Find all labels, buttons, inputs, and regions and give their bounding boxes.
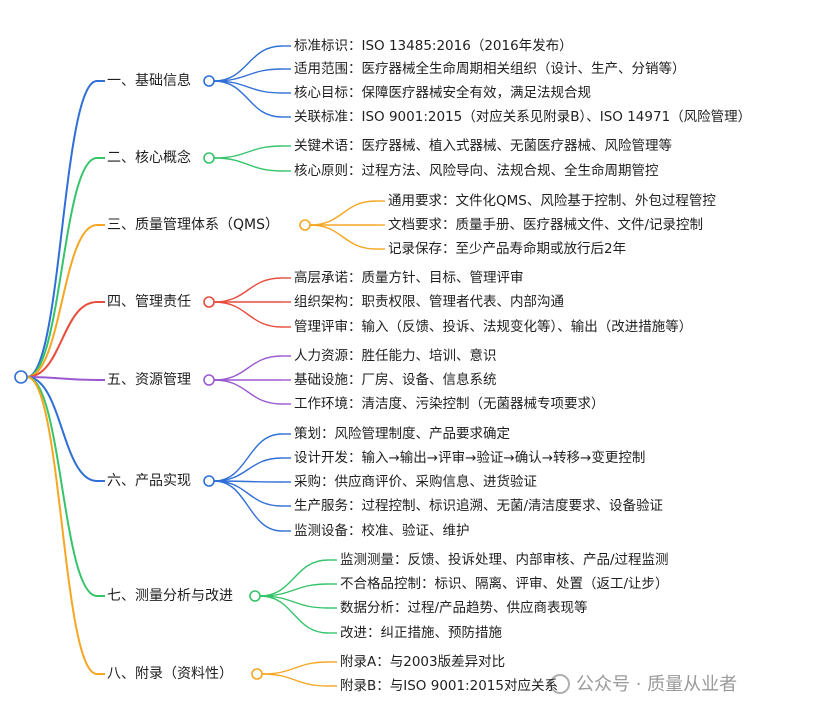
branch-label: 一、基础信息 [107,73,191,89]
leaf-label: 采购：供应商评价、采购信息、进货验证 [294,474,537,490]
leaf-connector [259,595,329,634]
leaf-connector [213,355,283,381]
root-branch-connector [26,376,98,381]
leaf-connector [213,457,283,482]
leaf-connector [213,45,283,82]
branch-label: 二、核心概念 [107,150,191,166]
leaf-label: 核心原则：过程方法、风险导向、法规合规、全生命周期管控 [294,163,659,179]
leaf-label: 改进：纠正措施、预防措施 [340,625,502,641]
leaf-label: 数据分析：过程/产品趋势、供应商表现等 [340,600,588,616]
leaf-connector [213,480,283,507]
leaf-label: 组织架构：职责权限、管理者代表、内部沟通 [294,294,564,310]
leaf-label: 监测设备：校准、验证、维护 [294,523,470,539]
leaf-label: 附录B：与ISO 9001:2015对应关系 [340,678,558,694]
branch-toggle-node[interactable] [203,75,215,87]
branch-label: 四、管理责任 [107,294,191,310]
leaf-label: 监测测量：反馈、投诉处理、内部审核、产品/过程监测 [340,552,669,568]
leaf-label: 关键术语：医疗器械、植入式器械、无菌医疗器械、风险管理等 [294,138,672,154]
root-branch-connector [26,376,98,597]
leaf-label: 附录A：与2003版差异对比 [340,654,506,670]
leaf-connector [213,277,283,303]
leaf-connector [213,145,283,159]
branch-label: 五、资源管理 [107,372,191,388]
leaf-label: 记录保存：至少产品寿命期或放行后2年 [388,241,627,257]
leaf-label: 生产服务：过程控制、标识追溯、无菌/清洁度要求、设备验证 [294,498,664,514]
leaf-label: 不合格品控制：标识、隔离、评审、处置（返工/让步） [340,576,669,592]
watermark: 公众号 · 质量从业者 [550,670,737,696]
root-branch-connector [26,301,98,378]
watermark-text: 公众号 · 质量从业者 [576,674,738,695]
leaf-label: 管理评审：输入（反馈、投诉、法规变化等）、输出（改进措施等） [294,319,693,335]
branch-toggle-node[interactable] [249,590,261,602]
wechat-icon [550,674,570,694]
branch-label: 六、产品实现 [107,473,191,489]
leaf-label: 人力资源：胜任能力、培训、意识 [294,348,497,364]
leaf-connector [213,480,283,532]
leaf-connector [213,157,283,172]
branch-toggle-node[interactable] [299,219,311,231]
branch-label: 八、附录（资料性） [107,666,233,682]
root-branch-connector [26,157,98,378]
root-branch-connector [26,224,98,378]
branch-toggle-node[interactable] [251,668,263,680]
root-branch-connector [26,376,98,482]
leaf-label: 适用范围：医疗器械全生命周期相关组织（设计、生产、分销等） [294,61,686,77]
leaf-label: 核心目标：保障医疗器械安全有效，满足法规合规 [294,85,591,101]
branch-toggle-node[interactable] [203,374,215,386]
leaf-connector [259,559,329,597]
leaf-connector [213,301,283,328]
leaf-label: 文档要求：质量手册、医疗器械文件、文件/记录控制 [388,217,704,233]
branch-toggle-node[interactable] [203,152,215,164]
leaf-label: 标准标识：ISO 13485:2016（2016年发布） [294,38,573,54]
leaf-connector [213,379,283,405]
leaf-label: 高层承诺：质量方针、目标、管理评审 [294,270,524,286]
branch-toggle-node[interactable] [203,296,215,308]
root-branch-connector [26,376,98,675]
branch-label: 七、测量分析与改进 [107,588,233,604]
leaf-label: 基础设施：厂房、设备、信息系统 [294,372,497,388]
leaf-connector [309,200,377,226]
leaf-label: 关联标准：ISO 9001:2015（对应关系见附录B）、ISO 14971（风… [294,109,752,125]
leaf-connector [213,80,283,118]
branch-label: 三、质量管理体系（QMS） [107,217,279,233]
root-branch-connector [26,80,98,378]
leaf-label: 工作环境：清洁度、污染控制（无菌器械专项要求） [294,396,605,412]
root-node[interactable] [14,370,28,384]
branch-toggle-node[interactable] [203,475,215,487]
leaf-connector [261,661,329,675]
leaf-label: 策划：风险管理制度、产品要求确定 [294,426,510,442]
leaf-label: 通用要求：文件化QMS、风险基于控制、外包过程管控 [388,193,716,209]
leaf-connector [261,673,329,687]
leaf-label: 设计开发：输入→输出→评审→验证→确认→转移→变更控制 [294,450,646,466]
leaf-connector [309,224,377,250]
leaf-connector [213,433,283,482]
